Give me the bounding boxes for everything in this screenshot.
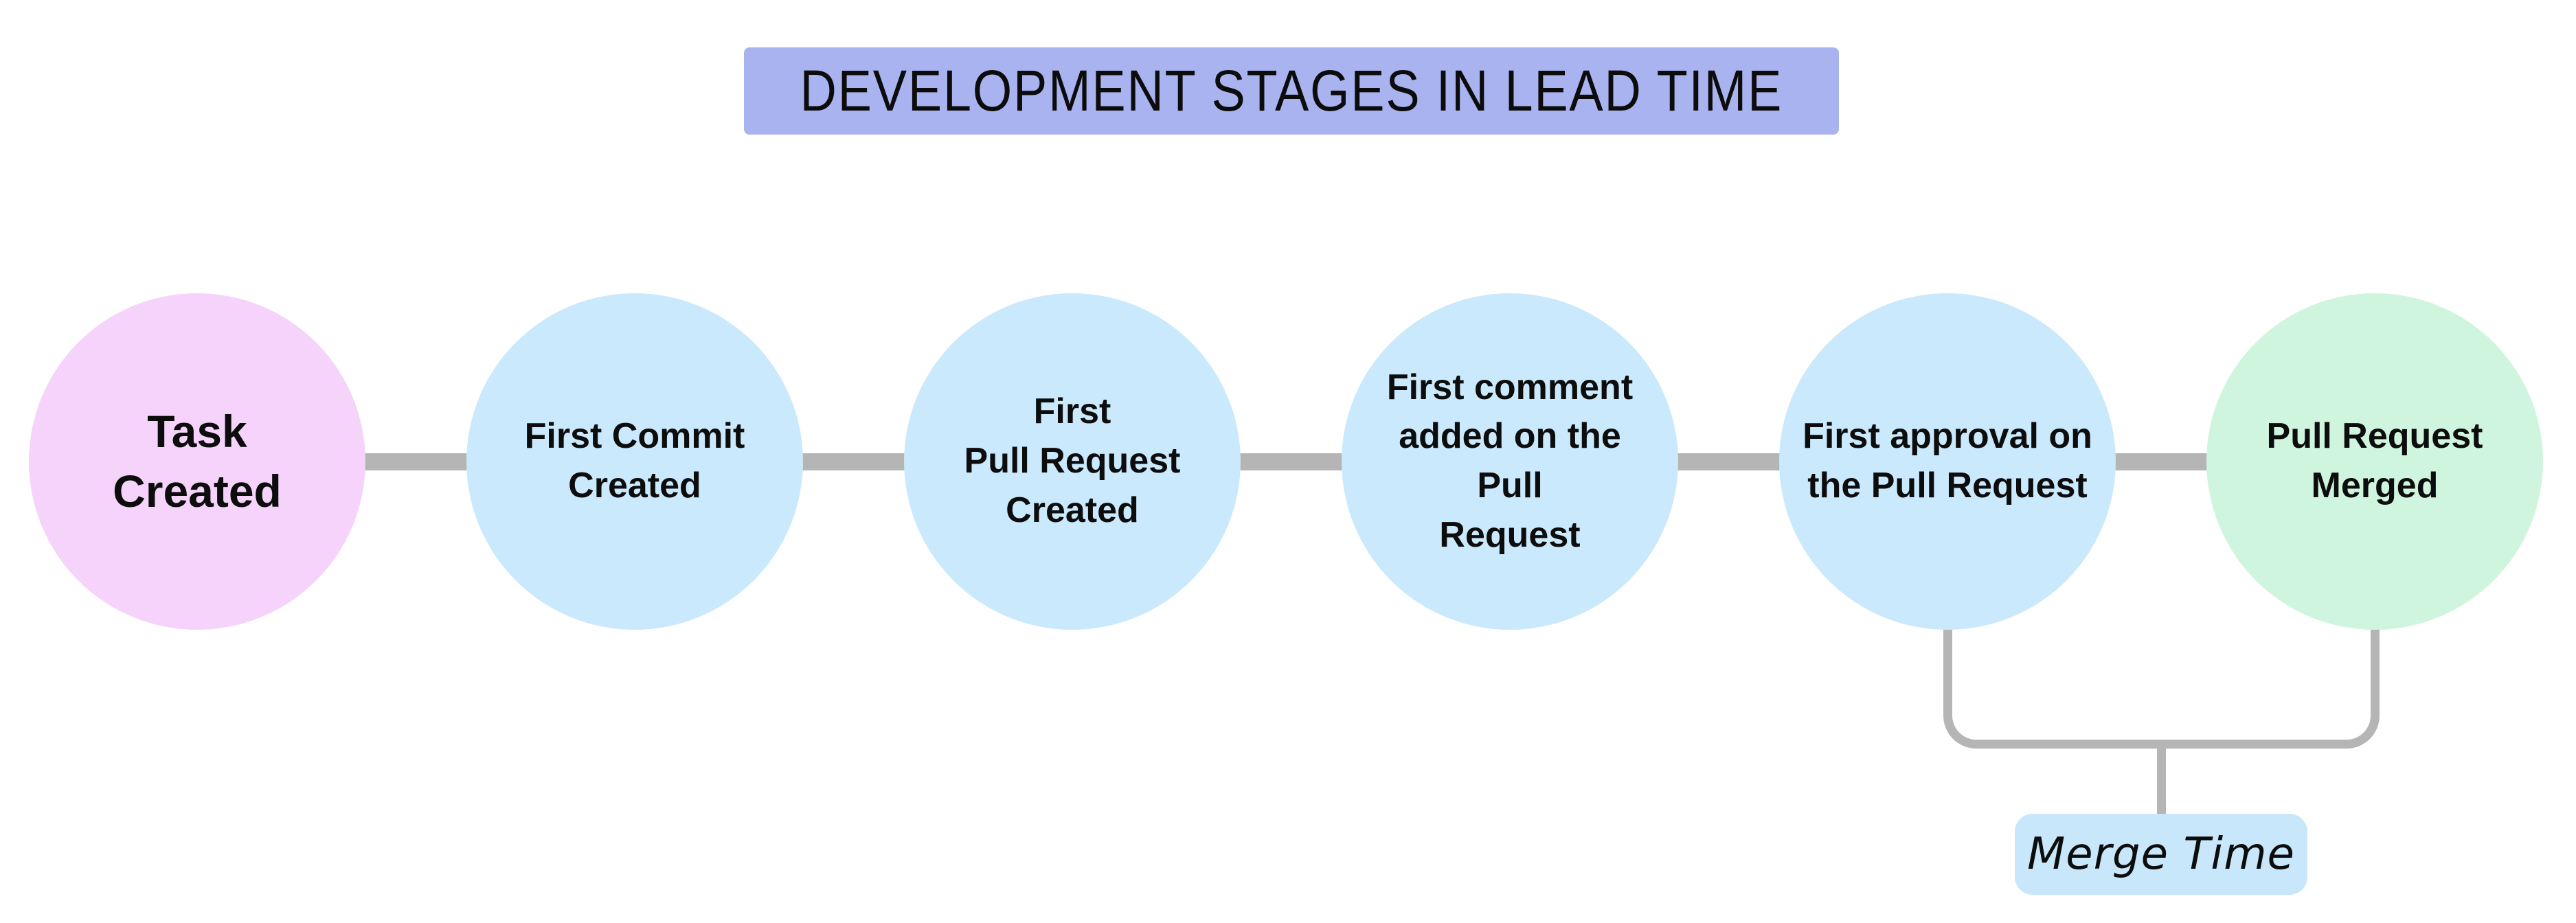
stage-circle-task-created: Task Created — [29, 293, 365, 630]
diagram-title-text: DEVELOPMENT STAGES IN LEAD TIME — [800, 58, 1783, 123]
merge-time-bracket-stem — [2157, 749, 2166, 815]
stage-circle-pull-request-merged: Pull Request Merged — [2206, 293, 2543, 630]
stage-circle-first-approval: First approval on the Pull Request — [1779, 293, 2116, 630]
diagram-title: DEVELOPMENT STAGES IN LEAD TIME — [744, 47, 1839, 135]
stage-circle-first-pull-request-created: First Pull Request Created — [904, 293, 1241, 630]
stage-label: First Pull Request Created — [964, 391, 1181, 530]
merge-time-label-box: Merge Time — [2015, 814, 2307, 895]
stage-label: First approval on the Pull Request — [1803, 416, 2092, 505]
stage-label: First comment added on the Pull Request — [1386, 367, 1634, 555]
merge-time-label-text: Merge Time — [2027, 829, 2295, 880]
stage-circle-first-commit-created: First Commit Created — [466, 293, 803, 630]
stage-label: Task Created — [113, 405, 282, 516]
stage-label: First Commit Created — [524, 416, 745, 505]
stage-label: Pull Request Merged — [2266, 416, 2483, 505]
stage-circle-first-comment-added: First comment added on the Pull Request — [1342, 293, 1678, 630]
merge-time-bracket — [1943, 613, 2380, 749]
